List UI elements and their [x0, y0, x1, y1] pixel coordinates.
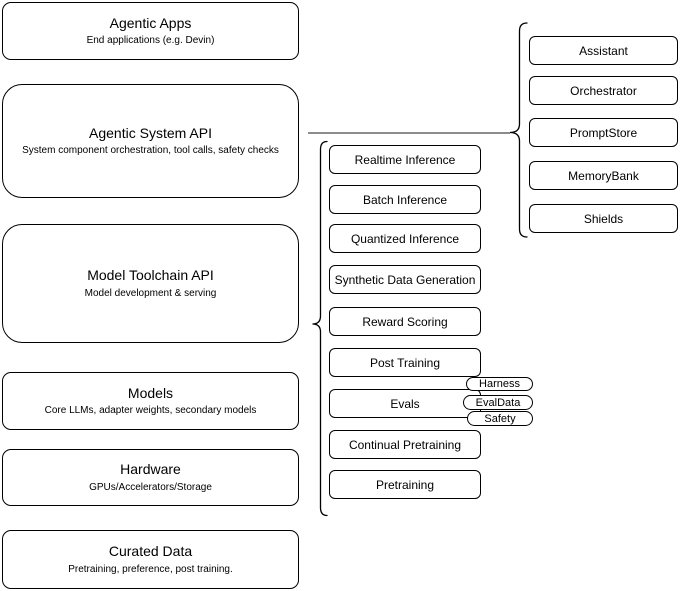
pill-label: EvalData	[475, 396, 521, 409]
node-subtitle: Pretraining, preference, post training.	[68, 563, 233, 575]
node-title: Agentic Apps	[109, 14, 192, 31]
node-label: Quantized Inference	[350, 231, 460, 246]
node-label: Reward Scoring	[362, 314, 448, 329]
node-quantized-inference: Quantized Inference	[329, 224, 481, 253]
node-label: Evals	[390, 396, 420, 411]
node-title: Agentic System API	[89, 124, 212, 141]
node-shields: Shields	[529, 204, 678, 233]
node-label: Batch Inference	[362, 192, 448, 207]
node-subtitle: System component orchestration, tool cal…	[22, 145, 279, 157]
node-agentic-system-api: Agentic System API System component orch…	[2, 84, 299, 198]
node-agentic-apps: Agentic Apps End applications (e.g. Devi…	[2, 2, 299, 60]
node-promptstore: PromptStore	[529, 118, 678, 147]
node-label: Continual Pretraining	[348, 437, 462, 452]
pill-safety: Safety	[467, 411, 533, 426]
node-model-toolchain-api: Model Toolchain API Model development & …	[2, 224, 299, 343]
node-orchestrator: Orchestrator	[529, 76, 678, 105]
node-subtitle: Core LLMs, adapter weights, secondary mo…	[44, 405, 257, 417]
pill-label: Safety	[484, 412, 516, 425]
node-evals: Evals	[329, 389, 481, 418]
node-label: Pretraining	[375, 477, 435, 492]
node-curated-data: Curated Data Pretraining, preference, po…	[2, 530, 299, 589]
node-reward-scoring: Reward Scoring	[329, 307, 481, 336]
node-title: Curated Data	[108, 543, 193, 560]
node-label: Assistant	[579, 43, 628, 58]
node-title: Hardware	[120, 461, 181, 478]
node-hardware: Hardware GPUs/Accelerators/Storage	[2, 449, 299, 506]
node-label: MemoryBank	[568, 168, 639, 183]
node-label: Post Training	[369, 355, 441, 370]
node-subtitle: Model development & serving	[84, 287, 217, 299]
node-batch-inference: Batch Inference	[329, 185, 481, 214]
node-synthetic-data-generation: Synthetic Data Generation	[329, 265, 481, 294]
node-subtitle: End applications (e.g. Devin)	[86, 35, 215, 47]
node-subtitle: GPUs/Accelerators/Storage	[89, 481, 212, 493]
node-label: PromptStore	[569, 125, 638, 140]
node-title: Model Toolchain API	[87, 267, 214, 284]
node-pretraining: Pretraining	[329, 470, 481, 499]
node-label: Synthetic Data Generation	[334, 272, 476, 287]
node-assistant: Assistant	[529, 36, 678, 65]
node-memorybank: MemoryBank	[529, 161, 678, 190]
pill-evaldata: EvalData	[463, 395, 533, 410]
node-label: Shields	[583, 211, 624, 226]
node-label: Realtime Inference	[354, 152, 456, 167]
pill-label: Harness	[479, 378, 520, 390]
node-label: Orchestrator	[570, 83, 637, 98]
node-realtime-inference: Realtime Inference	[329, 145, 481, 174]
pill-harness: Harness	[466, 377, 533, 391]
node-models: Models Core LLMs, adapter weights, secon…	[2, 372, 299, 430]
system-group-brace	[509, 22, 528, 238]
node-continual-pretraining: Continual Pretraining	[329, 430, 481, 459]
node-title: Models	[127, 384, 174, 401]
node-post-training: Post Training	[329, 348, 481, 377]
toolchain-group-brace	[312, 140, 328, 517]
